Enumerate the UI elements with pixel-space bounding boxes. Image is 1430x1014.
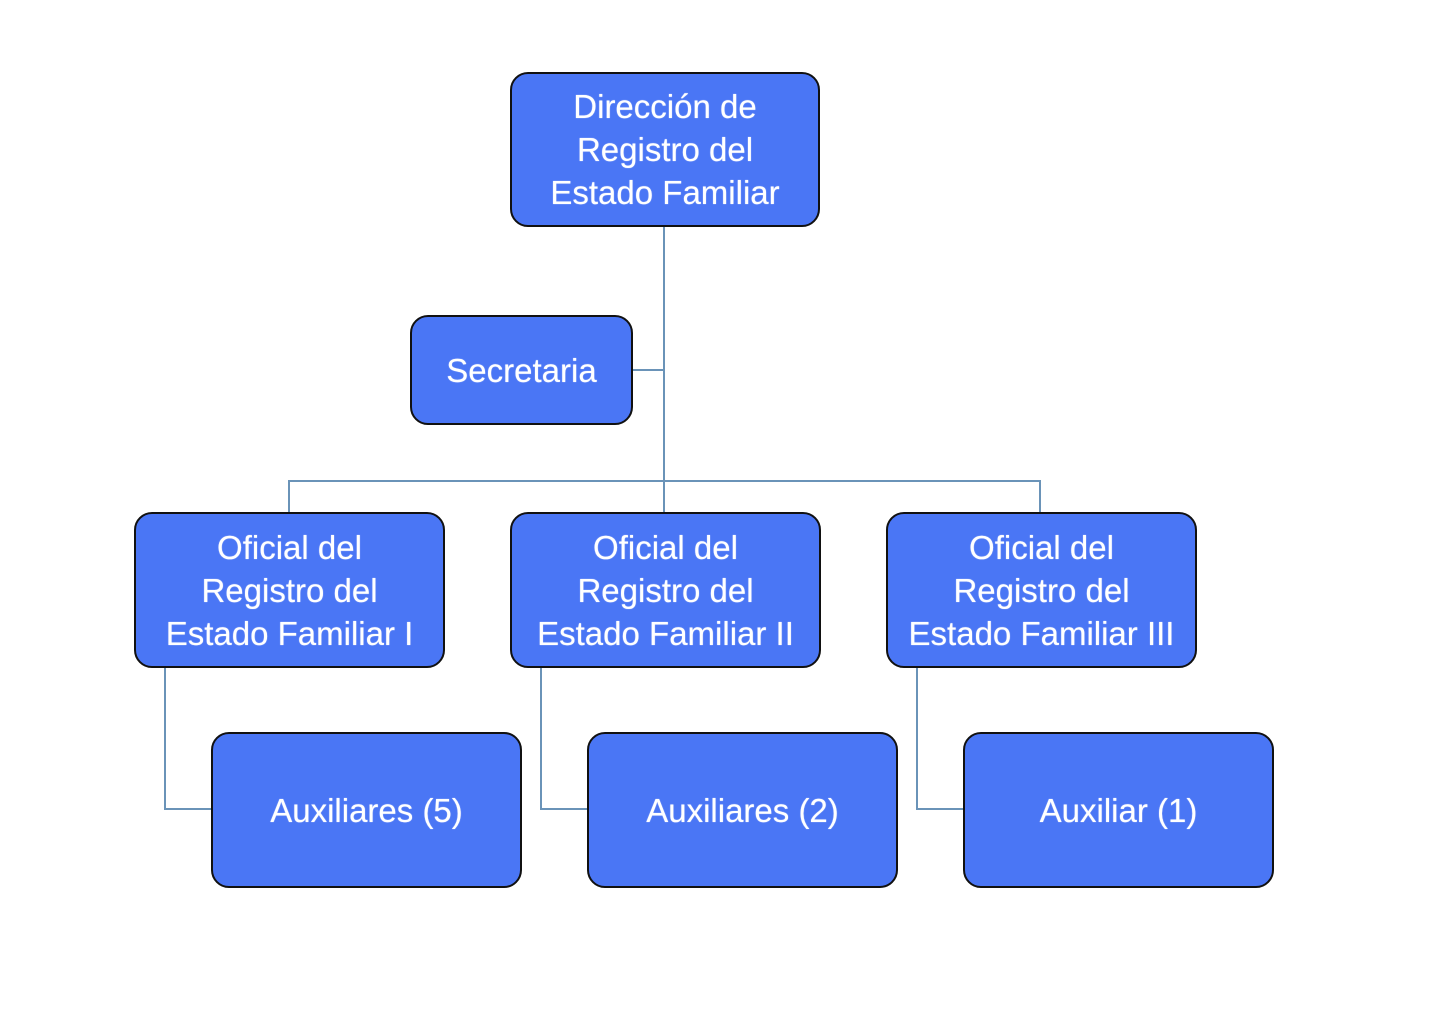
node-auxiliar-3: Auxiliar (1) xyxy=(963,732,1274,888)
node-auxiliares-2: Auxiliares (2) xyxy=(587,732,898,888)
node-auxiliares-1: Auxiliares (5) xyxy=(211,732,522,888)
connector-aux-3-h xyxy=(916,808,964,810)
connector-aux-2-v xyxy=(540,667,542,810)
node-oficial-3: Oficial del Registro del Estado Familiar… xyxy=(886,512,1197,668)
connector-oficiales-bar xyxy=(288,480,1041,482)
connector-aux-1-h xyxy=(164,808,212,810)
node-oficial-1: Oficial del Registro del Estado Familiar… xyxy=(134,512,445,668)
connector-aux-1-v xyxy=(164,667,166,810)
connector-aux-2-h xyxy=(540,808,588,810)
connector-aux-3-v xyxy=(916,667,918,810)
connector-secretaria xyxy=(632,369,664,371)
connector-director-trunk xyxy=(663,226,665,512)
node-oficial-2: Oficial del Registro del Estado Familiar… xyxy=(510,512,821,668)
connector-oficial-1 xyxy=(288,480,290,512)
node-director: Dirección de Registro del Estado Familia… xyxy=(510,72,820,227)
connector-oficial-3 xyxy=(1039,480,1041,512)
node-secretaria: Secretaria xyxy=(410,315,633,425)
